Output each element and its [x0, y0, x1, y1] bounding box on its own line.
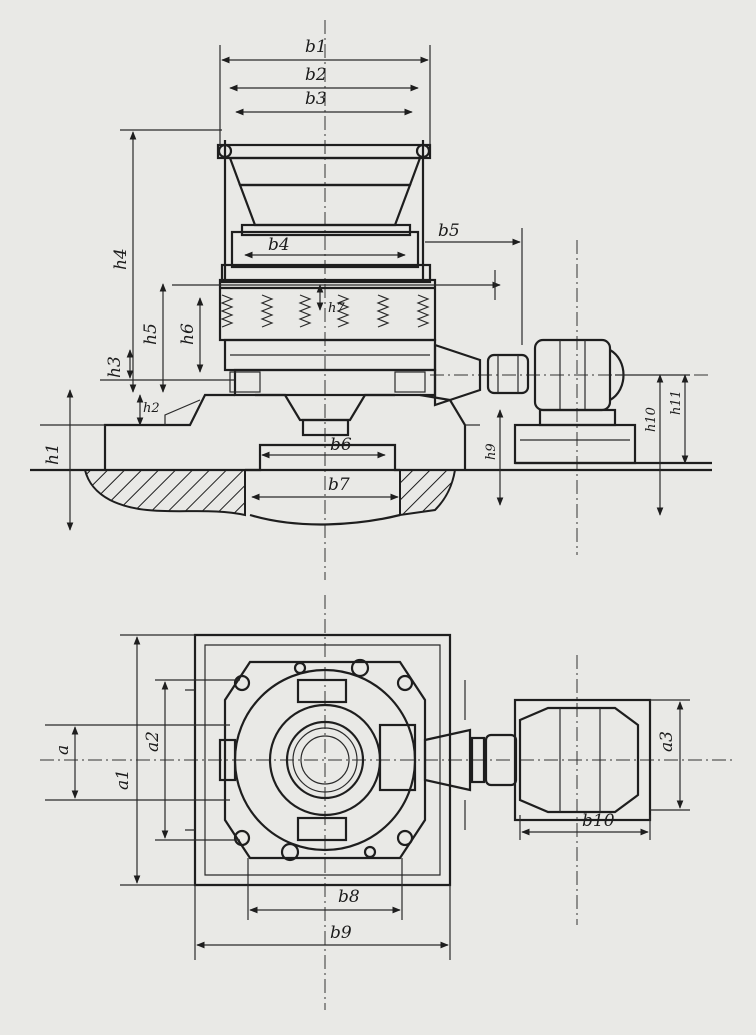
label-a2: a2 [143, 731, 163, 752]
springs [220, 294, 430, 328]
label-b1: b1 [305, 37, 327, 57]
label-b6: b6 [330, 435, 352, 455]
label-h6: h6 [178, 323, 198, 345]
bowl [230, 230, 420, 269]
label-h7: h7 [328, 301, 345, 316]
label-b10: b10 [582, 811, 615, 831]
label-a3: a3 [657, 731, 677, 752]
spring-frame [218, 278, 437, 342]
label-h10: h10 [644, 407, 659, 432]
label-b5: b5 [438, 221, 460, 241]
label-b3: b3 [305, 89, 327, 109]
plan-view: a a1 a2 a3 b8 b9 b10 [40, 595, 735, 1010]
label-a1: a1 [113, 769, 133, 790]
label-b4: b4 [268, 235, 290, 255]
elevation-view: b1 b2 b3 b4 b5 b6 b7 h4 h5 h6 [30, 20, 712, 580]
label-h1: h1 [43, 443, 63, 465]
foundation-hatch-right [399, 469, 457, 517]
plan-drive-housing [423, 728, 472, 792]
drive-shaft-housing [433, 343, 482, 407]
label-h9: h9 [484, 443, 499, 460]
adjusting-ring [220, 263, 432, 284]
label-h2: h2 [143, 401, 160, 416]
label-a: a [53, 745, 73, 755]
label-h5: h5 [141, 323, 161, 345]
label-b2: b2 [305, 65, 327, 85]
label-h11: h11 [669, 390, 684, 415]
label-b7: b7 [328, 475, 350, 495]
plan-motor-base [513, 698, 652, 822]
drain-box [301, 418, 350, 437]
foundation-hatch-left [83, 469, 246, 517]
base-right [419, 393, 467, 470]
plan-feed-ring [285, 720, 365, 800]
plan-bolts [233, 658, 414, 862]
feed-collar [240, 223, 412, 237]
top-plate [216, 143, 432, 160]
base-left [103, 393, 235, 470]
coupling [486, 353, 530, 395]
motor-foundation [513, 423, 637, 465]
plan-motor [518, 706, 640, 814]
label-h4: h4 [111, 248, 131, 270]
label-h3: h3 [105, 356, 125, 378]
label-b8: b8 [338, 887, 360, 907]
crusher-base [233, 368, 437, 397]
label-b9: b9 [330, 923, 352, 943]
